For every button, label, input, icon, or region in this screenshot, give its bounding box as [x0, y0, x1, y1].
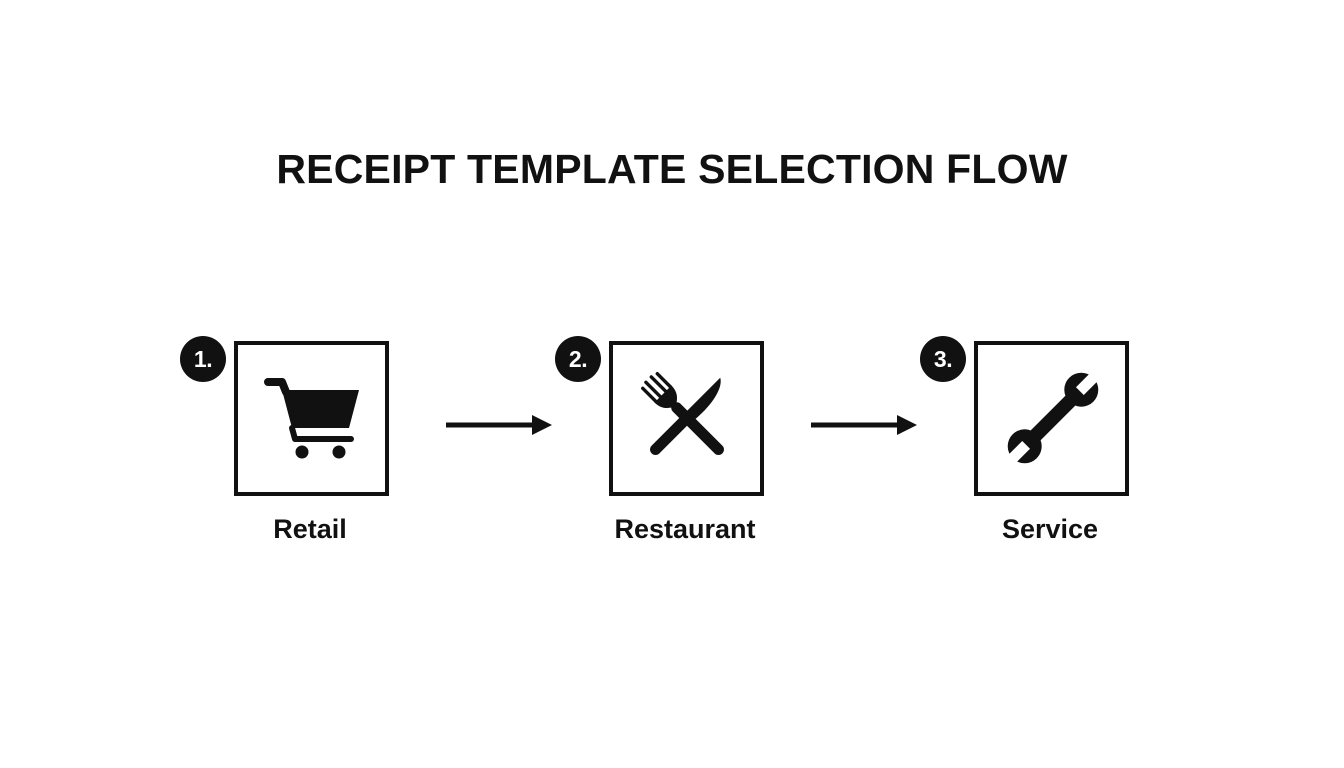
retail-template-box[interactable]: [234, 341, 389, 496]
step-number-badge: 1.: [180, 336, 226, 382]
service-template-box[interactable]: [974, 341, 1129, 496]
wrench-icon: [1006, 371, 1100, 465]
step-label-restaurant: Restaurant: [614, 514, 756, 544]
step-label-service: Service: [1001, 514, 1099, 544]
step-number-badge: 2.: [555, 336, 601, 382]
fork-knife-icon: [641, 372, 724, 455]
restaurant-template-box[interactable]: [609, 341, 764, 496]
step-label-retail: Retail: [273, 514, 347, 544]
shopping-cart-icon: [264, 378, 359, 459]
flow-arrow-right-icon: [811, 415, 917, 435]
diagram-title: RECEIPT TEMPLATE SELECTION FLOW: [276, 146, 1068, 192]
step-number-badge: 3.: [920, 336, 966, 382]
flow-arrow-right-icon: [446, 415, 552, 435]
